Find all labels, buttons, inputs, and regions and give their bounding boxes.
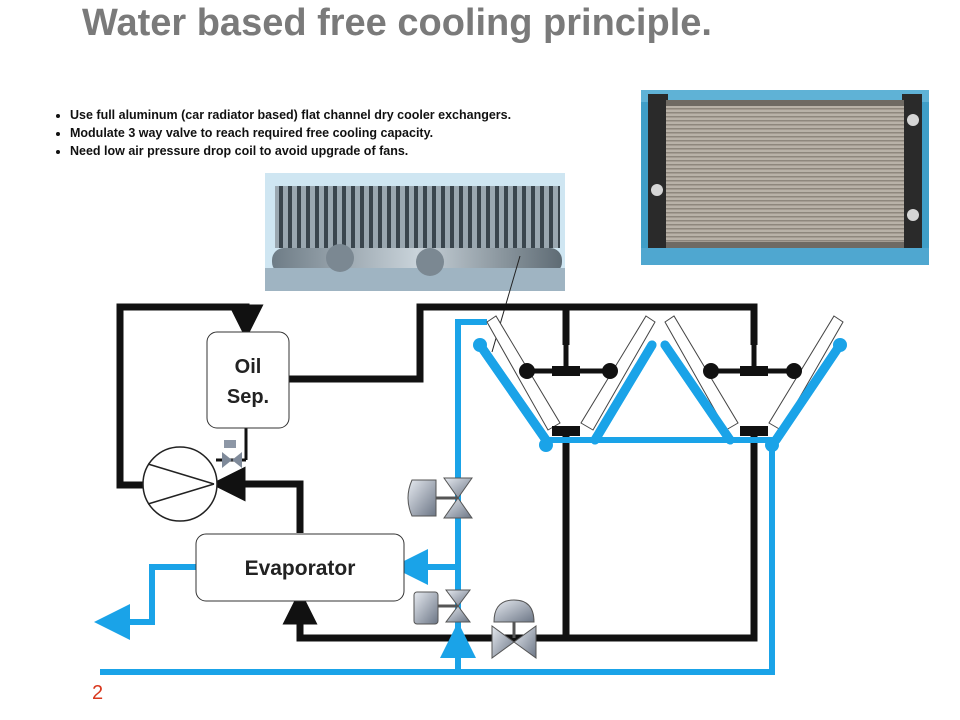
compressor-symbol xyxy=(142,446,218,522)
control-valve-lower xyxy=(413,589,471,625)
bullet-list: Use full aluminum (car radiator based) f… xyxy=(52,106,630,160)
oil-separator-label-line1: Oil xyxy=(235,356,262,378)
oil-return-valve xyxy=(222,440,242,468)
oil-separator-label-line2: Sep. xyxy=(227,386,269,408)
bullet-item: Use full aluminum (car radiator based) f… xyxy=(70,106,630,124)
oil-separator: Oil Sep. xyxy=(206,331,290,429)
coil-headers xyxy=(519,363,802,436)
evaporator: Evaporator xyxy=(195,533,405,602)
coil-tubes-overlay xyxy=(475,340,845,445)
coil-end-dots xyxy=(473,338,847,452)
car-radiator-image xyxy=(641,90,929,265)
evaporator-label: Evaporator xyxy=(245,557,356,580)
bullet-item: Need low air pressure drop coil to avoid… xyxy=(70,142,630,160)
bullet-item: Modulate 3 way valve to reach required f… xyxy=(70,124,630,142)
slide-title: Water based free cooling principle. xyxy=(82,2,712,44)
control-valve-upper xyxy=(407,477,473,519)
three-way-valve xyxy=(491,599,537,659)
slide-number: 2 xyxy=(92,682,104,704)
exchanger-closeup-image xyxy=(265,173,565,291)
